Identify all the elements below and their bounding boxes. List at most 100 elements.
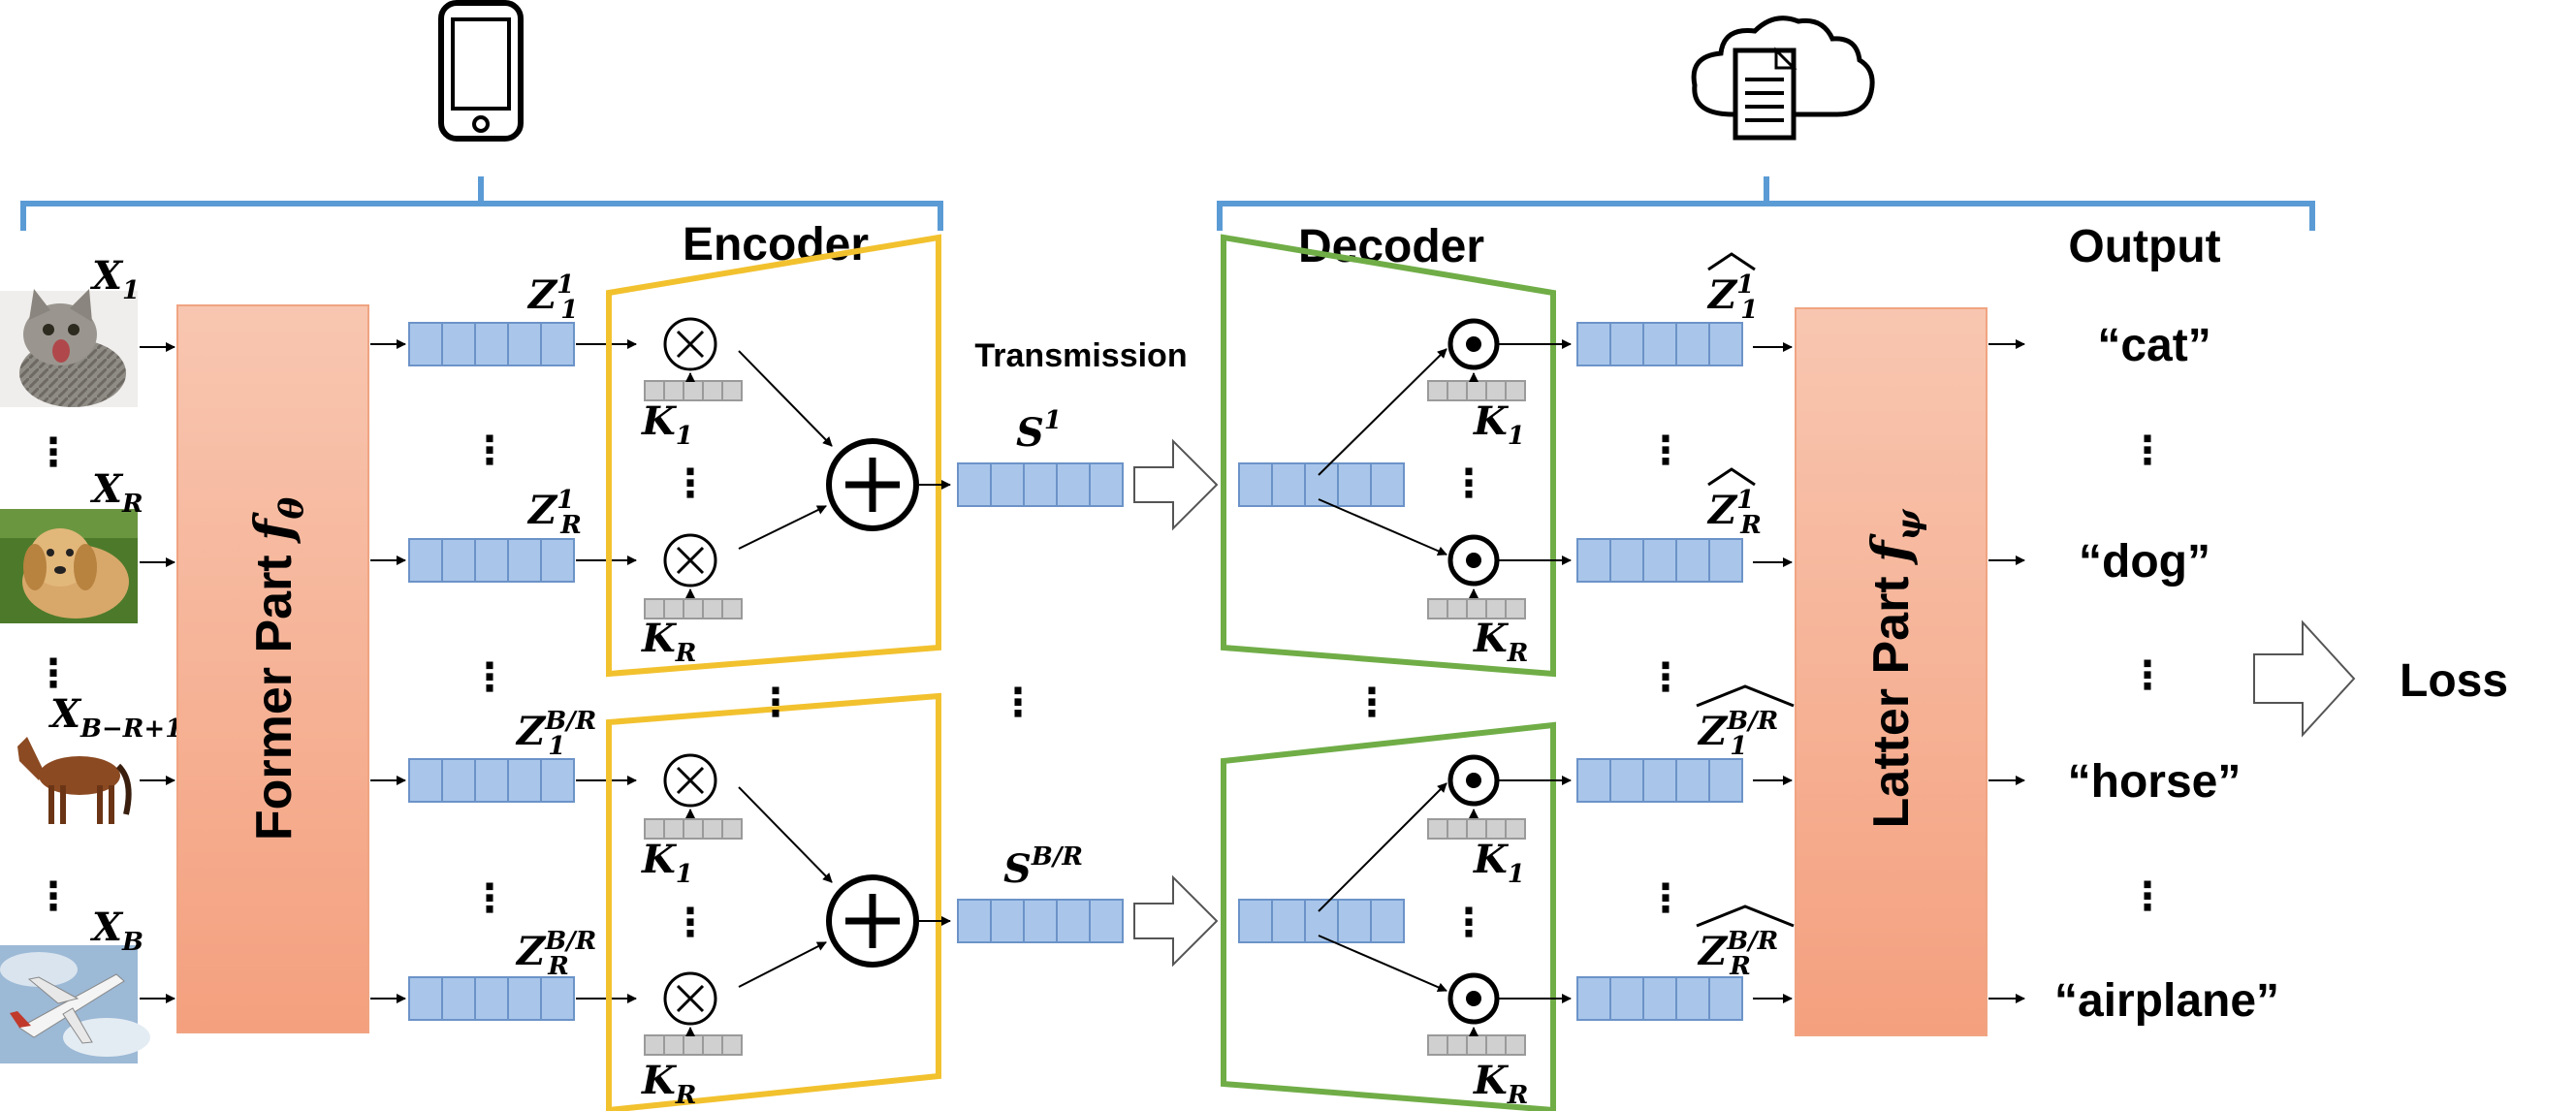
circle-dot-icon xyxy=(1447,318,1500,382)
latter-part-block: Latter Part fψ xyxy=(1795,307,1988,1036)
transmission-ellipsis: ⋮ xyxy=(999,682,1037,724)
server-bracket xyxy=(1217,176,2315,231)
reconstructed-vector xyxy=(1576,538,1743,583)
key-label-kr: KR xyxy=(641,616,696,668)
input-arrows xyxy=(140,342,175,1003)
feature-ellipsis: ⋮ xyxy=(470,656,509,699)
input-label-1: X1 xyxy=(89,253,140,305)
svg-text:ZB/R1: ZB/R1 xyxy=(1697,707,1778,761)
input-label-b: XB xyxy=(89,905,143,957)
feature-vector xyxy=(408,322,575,366)
input-label-b-r-1: XB−R+1 xyxy=(48,691,182,744)
input-ellipsis: ⋮ xyxy=(34,652,73,695)
decoder-ellipsis: ⋮ xyxy=(1352,682,1391,724)
vector-group xyxy=(408,322,1743,1056)
svg-text:Z1R: Z1R xyxy=(1706,486,1762,540)
elementwise-ops xyxy=(1447,318,1500,1036)
feature-vector xyxy=(408,538,575,583)
output-header: Output xyxy=(2068,221,2220,272)
transmission-arrow-icon xyxy=(1133,874,1219,968)
circle-times-icon xyxy=(663,971,717,1036)
latter-part-label: Latter Part xyxy=(1863,562,1920,829)
loss-label: Loss xyxy=(2400,655,2508,707)
key-label-k1: K1 xyxy=(641,398,693,451)
former-part-label: Former Part xyxy=(246,541,302,841)
reconstructed-vector xyxy=(1576,758,1743,803)
decoder-block-1 xyxy=(1221,234,1556,678)
output-ellipsis: ⋮ xyxy=(2128,429,2167,472)
loss-arrow-icon xyxy=(2253,619,2356,738)
key-label-k1: K1 xyxy=(1473,837,1525,889)
svg-text:Z11: Z11 xyxy=(1706,270,1758,325)
transmission-label: Transmission xyxy=(974,337,1187,374)
output-label-cat: “cat” xyxy=(2097,320,2210,371)
decoder-ellipsis: ⋮ xyxy=(1449,902,1488,944)
key-vector xyxy=(1427,1034,1526,1056)
feature-vector xyxy=(408,758,575,803)
circle-times-icon xyxy=(663,753,717,818)
reconstructed-ellipsis: ⋮ xyxy=(1646,429,1685,472)
circle-dot-icon xyxy=(1447,972,1500,1036)
output-ellipsis: ⋮ xyxy=(2128,875,2167,918)
input-image-cat xyxy=(0,289,138,407)
decoder-ellipsis: ⋮ xyxy=(1449,462,1488,505)
encoder-ellipsis: ⋮ xyxy=(671,902,710,944)
input-label-r: XR xyxy=(89,466,143,519)
input-ellipsis: ⋮ xyxy=(34,875,73,918)
input-image-dog xyxy=(0,509,138,623)
multiply-ops xyxy=(663,317,717,1036)
output-label-dog: “dog” xyxy=(2079,536,2210,587)
svg-text:Latter Part fψ: Latter Part fψ xyxy=(1861,509,1928,829)
key-vector xyxy=(1427,818,1526,840)
latter-input-arrows xyxy=(1753,342,1793,1003)
circle-plus-icon xyxy=(826,874,919,968)
reconstructed-ellipsis: ⋮ xyxy=(1646,877,1685,920)
circle-times-icon xyxy=(663,317,717,382)
circle-dot-icon xyxy=(1447,754,1500,818)
device-bracket xyxy=(20,176,943,231)
key-label-kr: KR xyxy=(1473,1058,1528,1110)
key-label-k1: K1 xyxy=(641,837,693,889)
key-label-kr: KR xyxy=(1473,616,1528,668)
svg-text:ZB/RR: ZB/RR xyxy=(1697,927,1778,981)
input-image-horse xyxy=(0,727,138,834)
circle-dot-icon xyxy=(1447,534,1500,598)
input-ellipsis: ⋮ xyxy=(34,431,73,474)
key-label-k1: K1 xyxy=(1473,398,1525,451)
signal-vector xyxy=(957,899,1124,943)
encoder-ellipsis: ⋮ xyxy=(671,462,710,505)
smartphone-icon xyxy=(438,0,524,142)
decoder-internal-arrows xyxy=(1318,339,1572,1003)
encoder-ellipsis: ⋮ xyxy=(756,682,795,724)
circle-times-icon xyxy=(663,533,717,598)
key-vector xyxy=(644,818,743,840)
transmission-arrow-icon xyxy=(1133,438,1219,531)
output-label-horse: “horse” xyxy=(2068,756,2242,808)
output-label-airplane: “airplane” xyxy=(2054,975,2279,1027)
encoder-block-2 xyxy=(606,692,941,1111)
svg-text:Former Part fθ: Former Part fθ xyxy=(244,497,311,841)
received-vector xyxy=(1238,462,1405,507)
signal-label-s1: S1 xyxy=(1016,406,1062,456)
key-label-kr: KR xyxy=(641,1058,696,1110)
output-ellipsis: ⋮ xyxy=(2128,654,2167,697)
key-vector xyxy=(1427,380,1526,401)
former-output-arrows xyxy=(370,339,406,1003)
reconstructed-ellipsis: ⋮ xyxy=(1646,656,1685,699)
output-arrows xyxy=(1988,339,2025,1003)
reconstructed-vector xyxy=(1576,322,1743,366)
key-vector xyxy=(644,380,743,401)
key-vector xyxy=(644,598,743,619)
encoder-internal-arrows xyxy=(738,350,951,988)
key-vector xyxy=(644,1034,743,1056)
encoder-block-1 xyxy=(606,234,941,678)
